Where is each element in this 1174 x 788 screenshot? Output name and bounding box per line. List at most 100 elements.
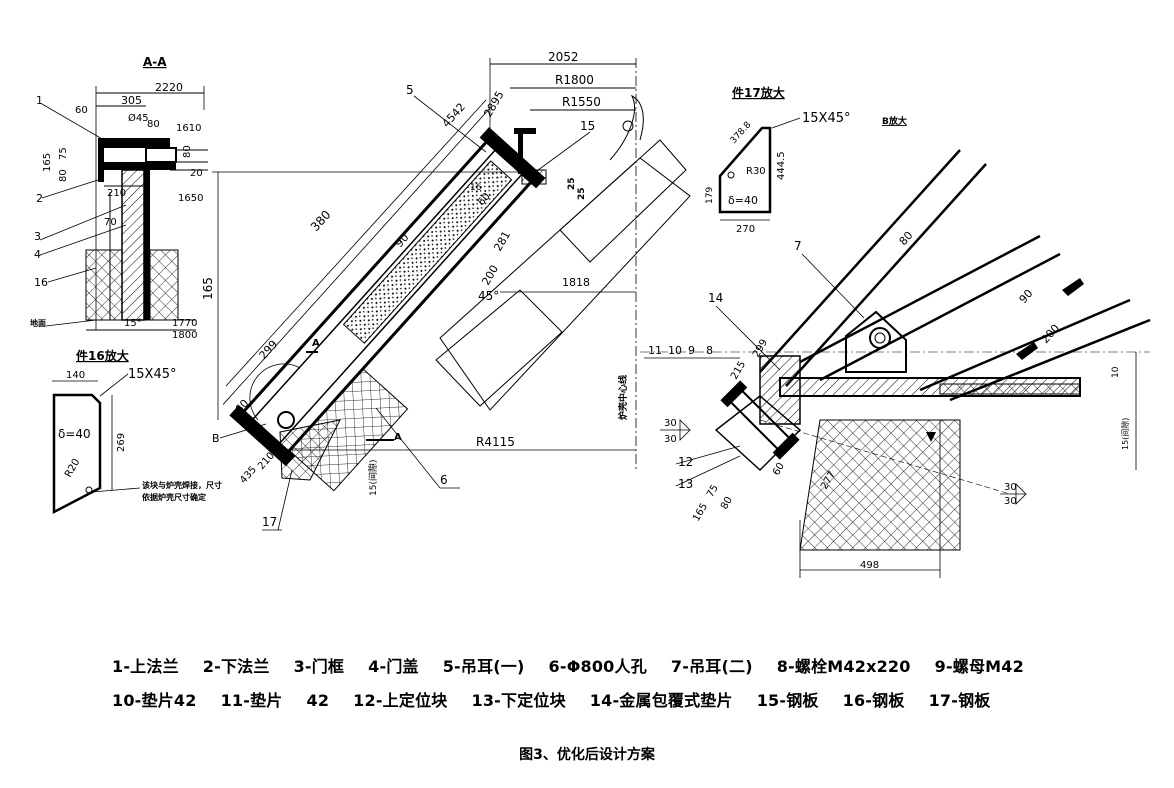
dim-1800: 1800	[172, 330, 197, 341]
dim-435: 435	[238, 464, 259, 486]
part16-dim-chamfer: 15X45°	[128, 367, 177, 382]
section-aa-title: A-A	[143, 55, 167, 69]
detailb-dim-30-a: 30	[664, 418, 677, 429]
dim-2052: 2052	[548, 50, 579, 64]
legend-item: 8-螺栓M42x220	[776, 657, 911, 676]
dim-1610: 1610	[176, 123, 201, 134]
dim-25-a: 25	[567, 177, 577, 190]
legend-item: 7-吊耳(二)	[670, 657, 753, 676]
legend-item: 17-钢板	[928, 691, 991, 710]
dim-80-c: 80	[182, 145, 193, 158]
detailb-dim-215: 215	[729, 359, 748, 381]
detailb-dim-75: 75	[705, 483, 721, 500]
ground-note: 地面	[30, 318, 46, 328]
dim-2220: 2220	[155, 81, 183, 94]
detailb-dim-30-d: 30	[1004, 496, 1017, 507]
dim-75: 75	[58, 147, 69, 160]
detailb-callout-10: 10	[668, 344, 682, 357]
main-assembly-view: 2052 R1800 R1550 380 165 4542 2895	[201, 50, 691, 531]
figure-caption: 图3、优化后设计方案	[519, 747, 655, 763]
legend-item: 1-上法兰	[112, 657, 179, 676]
legend-item: 12-上定位块	[353, 691, 448, 710]
detailb-callout-9: 9	[688, 344, 695, 357]
dim-165: 165	[42, 153, 53, 172]
legend-item: 3-门框	[293, 657, 345, 676]
legend-item: 16-钢板	[842, 691, 905, 710]
dim-80-a: 80	[147, 119, 160, 130]
detailb-callout-8: 8	[706, 344, 713, 357]
callout-b: B	[212, 432, 220, 445]
part17-detail: 件17放大 15X45° 378.8 R30 444.5 179 δ=40 27…	[705, 85, 907, 235]
detailb-dim-200: 200	[1039, 322, 1063, 346]
detailb-dim-498: 498	[860, 560, 879, 571]
dim-r4115: R4115	[476, 435, 515, 449]
dim-gap-15: 15(间隙)	[367, 460, 379, 496]
callout-2: 2	[36, 192, 43, 205]
dim-210: 210	[107, 188, 126, 199]
part16-title: 件16放大	[76, 348, 129, 363]
legend-item: 11-垫片	[220, 691, 283, 710]
engineering-drawing: A-A 2220 305 60 Ø45 80 1610 165 75 80 80…	[30, 50, 1151, 578]
detailb-callout-12: 12	[678, 455, 693, 469]
dim-20: 20	[190, 168, 203, 179]
dim-15deg: 15°	[124, 318, 142, 329]
part16-dim-269: 269	[116, 433, 127, 452]
dim-80-b: 80	[58, 169, 69, 182]
dim-4542: 380	[308, 208, 334, 234]
callout-15: 15	[580, 119, 595, 133]
dim-165: 2895	[481, 89, 506, 120]
legend-item: 5-吊耳(一)	[442, 657, 525, 676]
dim-25-b: 25	[577, 187, 587, 200]
part17-dim-chamfer: 15X45°	[802, 111, 851, 126]
part17-dim-270: 270	[736, 224, 755, 235]
dim-45deg: 45°	[478, 289, 499, 303]
dim-2895: 165	[201, 277, 215, 300]
dim-1818: 1818	[562, 276, 590, 289]
part17-dim-thickness: δ=40	[728, 194, 758, 207]
callout-6: 6	[440, 473, 448, 487]
detailb-callout-13: 13	[678, 477, 693, 491]
part17-dim-444: 444.5	[776, 151, 787, 180]
callout-4: 4	[34, 248, 41, 261]
legend-item: 6-Φ800人孔	[548, 657, 647, 676]
legend-item: 13-下定位块	[471, 691, 566, 710]
detail-b-title: B放大	[882, 115, 907, 127]
callout-17: 17	[262, 515, 277, 529]
part16-note-1: 该块与炉壳焊接，尺寸	[142, 480, 222, 490]
detailb-dim-90: 90	[1017, 287, 1036, 306]
legend-item: 2-下法兰	[202, 657, 270, 676]
dim-305: 305	[121, 94, 142, 107]
shell-centerline-label: 炉壳中心线	[617, 375, 629, 420]
detailb-dim-gap-15: 15(间隙)	[1120, 418, 1130, 450]
detailb-dim-165: 165	[691, 501, 710, 523]
parts-legend: 1-上法兰 2-下法兰 3-门框 4-门盖 5-吊耳(一) 6-Φ800人孔 7-吊耳(二)…	[112, 650, 1122, 718]
part16-dim-140: 140	[66, 370, 85, 381]
dim-60: 60	[75, 105, 88, 116]
detailb-dim-60: 60	[771, 461, 787, 478]
detailb-dim-10: 10	[1111, 366, 1121, 378]
part17-title: 件17放大	[732, 85, 785, 100]
detailb-dim-30-b: 30	[664, 434, 677, 445]
part17-dim-179: 179	[705, 187, 715, 204]
part16-dim-thickness: δ=40	[58, 427, 91, 441]
part16-dim-r20: R20	[63, 457, 82, 480]
legend-item: 10-垫片42	[112, 691, 197, 710]
legend-item: 4-门盖	[368, 657, 419, 676]
dim-380: 4542	[440, 101, 468, 131]
detailb-callout-7: 7	[794, 239, 802, 253]
dim-16: 16	[470, 183, 482, 193]
callout-3: 3	[34, 230, 41, 243]
detailb-callout-14: 14	[708, 291, 723, 305]
callout-16: 16	[34, 276, 48, 289]
detailb-dim-80-b: 80	[719, 495, 735, 512]
part16-note-2: 依据炉壳尺寸确定	[142, 492, 206, 502]
legend-item: 14-金属包覆式垫片	[589, 691, 733, 710]
section-view-aa: A-A 2220 305 60 Ø45 80 1610 165 75 80 80…	[30, 55, 208, 341]
callout-1: 1	[36, 94, 43, 107]
dim-r1800: R1800	[555, 73, 594, 87]
dim-1650: 1650	[178, 193, 203, 204]
callout-5: 5	[406, 83, 414, 97]
section-arrow-a-top: A	[312, 338, 320, 349]
dim-200: 200	[479, 263, 501, 288]
legend-item: 15-钢板	[756, 691, 819, 710]
